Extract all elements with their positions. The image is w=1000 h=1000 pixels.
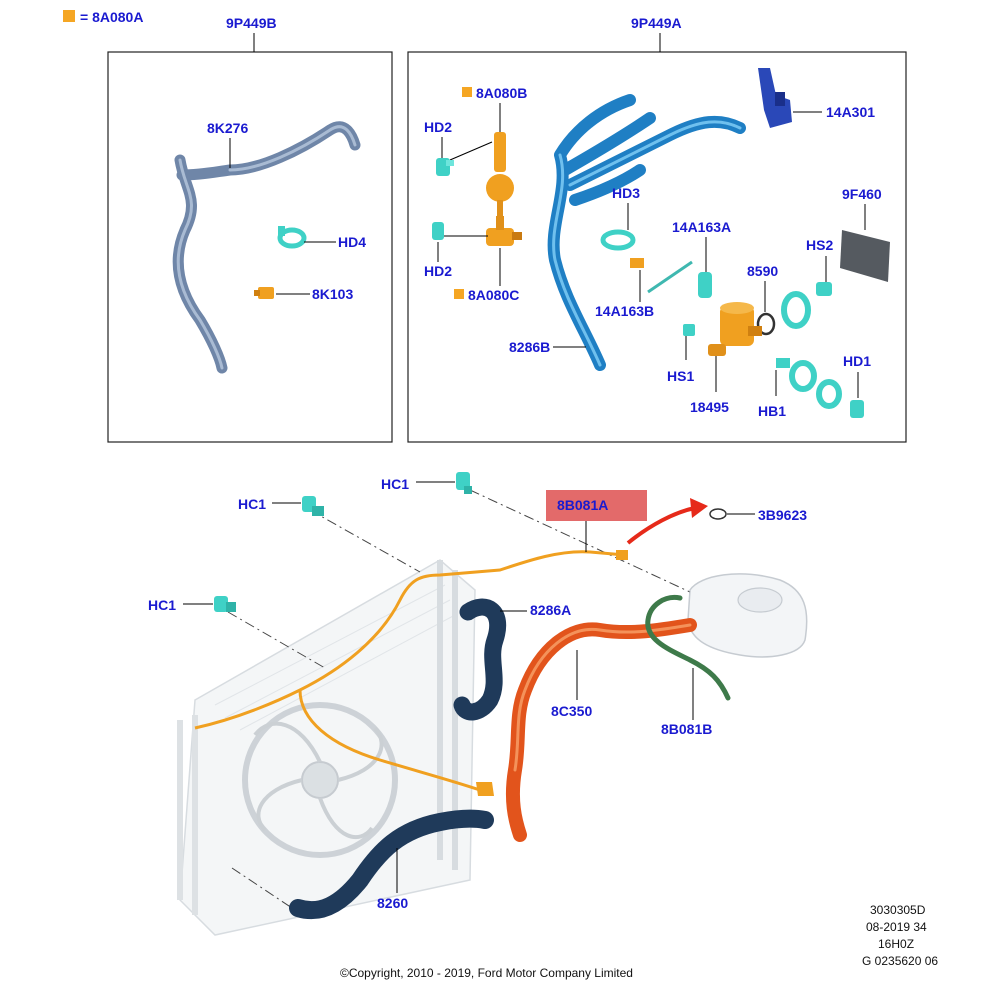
- kit-box-right-title: 9P449A: [631, 15, 682, 31]
- label-8c350: 8C350: [551, 703, 592, 719]
- clip-14a163a: [698, 272, 712, 298]
- label-8a080c-swatch: [454, 289, 464, 299]
- assembly-view: 8286A 8C350 8B081B 8260 HC1 HC1: [148, 472, 808, 936]
- kit-box-9p449a: 9P449A 8A080B HD2 8A080C: [407, 15, 907, 443]
- radiator: [177, 559, 476, 936]
- hose-8286b-highlight: [552, 120, 742, 367]
- clamp-hd3: [600, 229, 636, 251]
- clip-hd2-top: [436, 158, 454, 176]
- label-8k103: 8K103: [312, 286, 353, 302]
- meta-line-2: 08-2019 34: [866, 920, 927, 934]
- oring-8590: [756, 312, 776, 336]
- label-hd2-top: HD2: [424, 119, 452, 135]
- label-8b081a: 8B081A: [557, 497, 608, 513]
- red-arrow: [626, 506, 696, 545]
- label-hc1-left: HC1: [238, 496, 266, 512]
- clip-14a163b: [630, 258, 644, 268]
- clip-hc1-top: [456, 472, 472, 494]
- label-8286b: 8286B: [509, 339, 550, 355]
- clamp-hs2: [781, 282, 832, 329]
- legend: = 8A080A: [63, 9, 143, 25]
- legend-swatch: [63, 10, 75, 22]
- label-hs1: HS1: [667, 368, 694, 384]
- meta-block: 3030305D 08-2019 34 16H0Z G 0235620 06: [862, 903, 938, 968]
- bracket-14a301: [758, 68, 792, 128]
- clip-hc1-left: [302, 496, 324, 516]
- guide-hc1-left: [309, 509, 421, 573]
- label-hc1-top: HC1: [381, 476, 409, 492]
- label-hs2: HS2: [806, 237, 833, 253]
- label-3b9623: 3B9623: [758, 507, 807, 523]
- label-9f460: 9F460: [842, 186, 882, 202]
- highlight-8b081a: [546, 490, 647, 521]
- hose-8b081b: [645, 594, 731, 701]
- label-8590: 8590: [747, 263, 778, 279]
- label-8260: 8260: [377, 895, 408, 911]
- hose-8286a: [453, 598, 507, 721]
- label-14a301: 14A301: [826, 104, 875, 120]
- meta-line-1: 3030305D: [870, 903, 926, 917]
- label-hd2-bottom: HD2: [424, 263, 452, 279]
- label-hd4: HD4: [338, 234, 366, 250]
- label-8286a: 8286A: [530, 602, 571, 618]
- label-8a080b: 8A080B: [476, 85, 527, 101]
- guide-hc1-top: [469, 489, 691, 593]
- leader-hd2-top-b: [449, 141, 493, 161]
- label-14a163a: 14A163A: [672, 219, 731, 235]
- kit-box-right-frame: [407, 51, 907, 443]
- hose-8260: [289, 809, 494, 920]
- hose-8c350-highlight: [513, 623, 692, 772]
- label-18495: 18495: [690, 399, 729, 415]
- clip-hs1: [683, 324, 695, 336]
- meta-line-4: G 0235620 06: [862, 954, 938, 968]
- label-8k276: 8K276: [207, 120, 248, 136]
- meta-line-3: 16H0Z: [878, 937, 914, 951]
- rod-14a163a: [647, 260, 693, 294]
- ring-3b9623: [709, 508, 727, 520]
- copyright: ©Copyright, 2010 - 2019, Ford Motor Comp…: [340, 966, 633, 980]
- clip-hd2-bottom: [432, 222, 444, 240]
- degas-bottle: [687, 573, 808, 658]
- pad-9f460: [840, 230, 890, 282]
- pump-18495: [708, 302, 762, 356]
- kit-box-9p449b: 9P449B 8K276 HD4 8K103: [107, 15, 393, 443]
- label-hd1: HD1: [843, 353, 871, 369]
- label-8a080b-swatch: [462, 87, 472, 97]
- clip-hd1: [850, 400, 864, 418]
- clip-hc1-mid: [214, 596, 236, 612]
- label-hc1-mid: HC1: [148, 597, 176, 613]
- sensor-8a080c: [486, 216, 522, 246]
- hose-8b081a: [194, 550, 626, 792]
- label-hd3: HD3: [612, 185, 640, 201]
- label-8b081b: 8B081B: [661, 721, 712, 737]
- label-14a163b: 14A163B: [595, 303, 654, 319]
- kit-box-left-frame: [107, 51, 393, 443]
- clamp-hb1: [776, 358, 842, 409]
- legend-text: = 8A080A: [80, 9, 143, 25]
- sensor-8a080b: [486, 132, 514, 220]
- hose-8k276-highlight: [176, 125, 357, 370]
- label-8a080c: 8A080C: [468, 287, 519, 303]
- label-hb1: HB1: [758, 403, 786, 419]
- clamp-hd4: [277, 226, 307, 249]
- red-arrow-head: [690, 498, 708, 518]
- part-8k103: [254, 287, 274, 299]
- cooling-fan: [242, 702, 398, 858]
- guide-8260: [231, 867, 293, 909]
- fitting-8b081a-lower: [476, 782, 494, 796]
- fitting-8b081a: [616, 550, 628, 560]
- kit-box-left-title: 9P449B: [226, 15, 277, 31]
